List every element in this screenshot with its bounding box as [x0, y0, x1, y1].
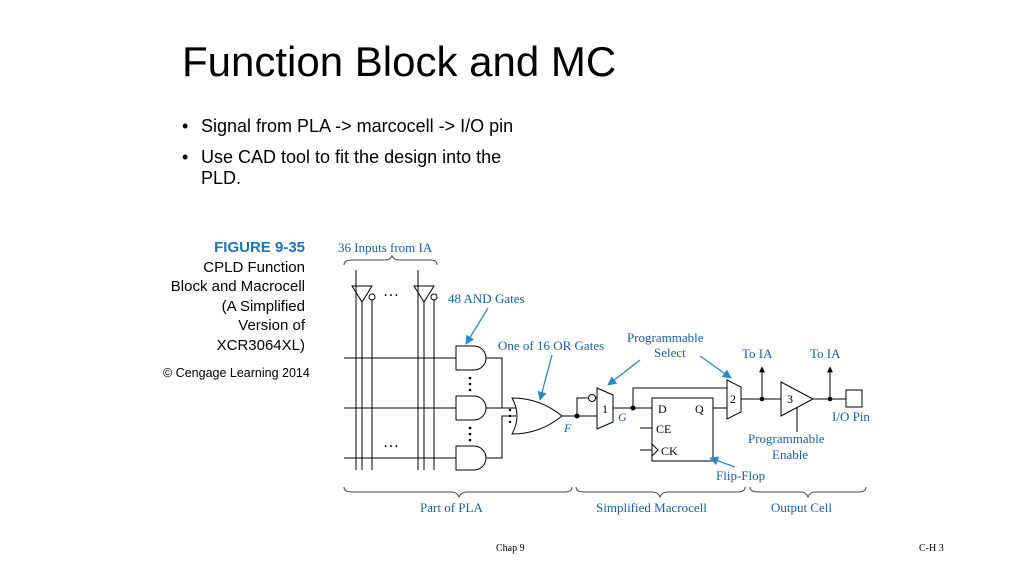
or-gates-label: One of 16 OR Gates [498, 338, 604, 353]
brace-output [749, 486, 867, 499]
inputs-label: 36 Inputs from IA [338, 240, 433, 255]
part-pla-label: Part of PLA [420, 500, 483, 515]
ff-clock-icon [651, 443, 659, 457]
bullet-dot-icon: • [182, 116, 189, 136]
footer-chapter: Chap 9 [496, 543, 525, 554]
and-gate-3 [455, 445, 487, 471]
and-gate-2 [455, 395, 487, 421]
input-lines [355, 270, 435, 470]
and-gates-arrow [465, 307, 489, 345]
mux1-wires [613, 387, 727, 451]
prog-select-line2: Select [654, 345, 686, 360]
io-pin-label: I/O Pin [832, 409, 870, 424]
slide-title: Function Block and MC [182, 38, 617, 85]
matrix-ellipsis: … [383, 434, 399, 451]
junction-dot [630, 405, 636, 411]
to-ia-label-2: To IA [810, 346, 841, 361]
junction-dot [827, 396, 833, 402]
prog-enable-line2: Enable [772, 447, 808, 462]
ff-d: D [658, 402, 667, 416]
and-gates-label: 48 AND Gates [448, 291, 525, 306]
ff-ce: CE [656, 422, 671, 436]
caption-line: (A Simplified [221, 297, 305, 315]
simplified-macrocell-label: Simplified Macrocell [596, 500, 707, 515]
flip-flop [651, 397, 714, 462]
f-label: F [563, 421, 572, 435]
inverter-bubble [588, 394, 596, 402]
input-buffer-2 [413, 285, 438, 303]
caption-line: Version of [238, 317, 305, 334]
figure-caption: FIGURE 9-35 CPLD Function Block and Macr… [171, 238, 305, 355]
flipflop-label: Flip-Flop [716, 468, 765, 483]
figure-number: FIGURE 9-35 [214, 239, 305, 256]
brace-macrocell [575, 486, 746, 499]
flipflop-arrow [709, 456, 736, 468]
or-gates-arrow [537, 354, 553, 401]
caption-line: CPLD Function [203, 258, 305, 276]
bullet-list: • Signal from PLA -> marcocell -> I/O pin… [182, 116, 527, 199]
bullet-text: Signal from PLA -> marcocell -> I/O pin [201, 116, 514, 136]
prog-enable-line1: Programmable [748, 431, 825, 446]
prog-select-line1: Programmable [627, 330, 704, 345]
bullet-item: • Use CAD tool to fit the design into the… [182, 147, 527, 189]
output-cell-label: Output Cell [771, 500, 832, 515]
or-gate [511, 397, 563, 435]
mux-2 [726, 379, 742, 420]
to-ia-label-1: To IA [742, 346, 773, 361]
prog-select-arrow-2 [699, 355, 732, 379]
prog-select-arrow-1 [607, 359, 641, 386]
and-gate-dots [468, 376, 472, 442]
and-or-wires [486, 357, 516, 459]
mux-2-label: 2 [730, 392, 736, 406]
bullet-item: • Signal from PLA -> marcocell -> I/O pin [182, 116, 527, 137]
g-label: G [618, 410, 627, 424]
caption-line: XCR3064XL) [216, 336, 305, 354]
bullet-text: Use CAD tool to fit the design into the … [201, 147, 502, 188]
mux-1-label: 1 [602, 402, 608, 416]
inputs-brace [343, 254, 438, 266]
or-gate-dots [508, 408, 512, 424]
cpld-diagram: 36 Inputs from IA … … 48 AND Gates [338, 240, 870, 515]
output-buffer [780, 381, 815, 417]
ff-ck: CK [661, 444, 678, 458]
input-ellipsis: … [383, 283, 399, 300]
input-buffer-1 [351, 285, 376, 303]
caption-line: Block and Macrocell [170, 278, 305, 295]
brace-pla [343, 486, 573, 499]
and-gate-1 [455, 345, 487, 371]
io-pin [845, 389, 863, 408]
junction-dot [574, 413, 580, 419]
footer-page-number: C-H 3 [919, 543, 944, 554]
buffer-label: 3 [787, 392, 793, 406]
mux-1 [596, 387, 614, 430]
junction-dot [759, 396, 765, 402]
product-lines [344, 357, 456, 459]
ff-q: Q [695, 402, 704, 416]
figure-copyright: © Cengage Learning 2014 [163, 366, 310, 380]
bullet-dot-icon: • [182, 147, 189, 167]
